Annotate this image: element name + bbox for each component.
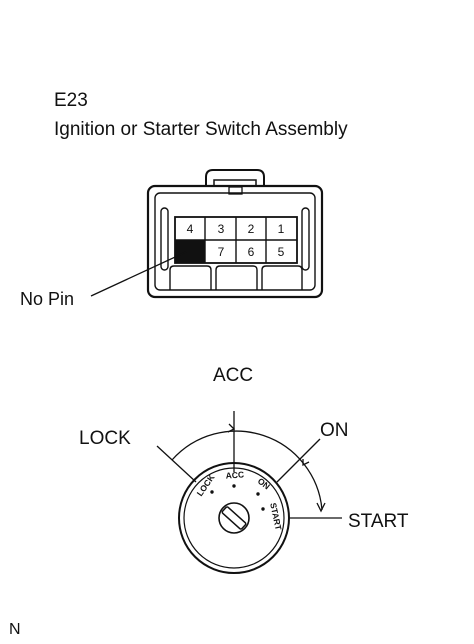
- label-acc: ACC: [213, 365, 253, 386]
- connector-code: E23: [54, 90, 88, 111]
- connector-drawing: [146, 169, 324, 299]
- key-slot-ring: [218, 502, 250, 534]
- corner-mark: N: [9, 621, 21, 638]
- key-cylinder-outer: [178, 462, 290, 574]
- lock-position-line: [156, 445, 197, 483]
- pin-2: 2: [248, 222, 255, 236]
- pin-4: 4: [187, 222, 194, 236]
- no-pin-label: No Pin: [20, 289, 74, 309]
- label-lock: LOCK: [79, 428, 131, 449]
- face-acc: ACC: [225, 469, 244, 480]
- connector-name: Ignition or Starter Switch Assembly: [54, 119, 348, 140]
- key-slot: [221, 506, 247, 530]
- pin-3: 3: [218, 222, 225, 236]
- no-pin-cavity: [175, 240, 205, 263]
- rotation-arc: [171, 430, 323, 511]
- key-cylinder-inner: [183, 467, 285, 569]
- face-on: ON: [256, 476, 272, 492]
- on-position-line: [276, 438, 321, 483]
- ignition-switch-drawing: [156, 411, 342, 574]
- pin-7: 7: [218, 245, 225, 259]
- face-start: START: [268, 502, 284, 532]
- label-on: ON: [320, 420, 349, 441]
- no-pin-leader: [90, 251, 187, 297]
- pin-6: 6: [248, 245, 255, 259]
- pin-5: 5: [278, 245, 285, 259]
- pin-1: 1: [278, 222, 285, 236]
- label-start: START: [348, 511, 409, 532]
